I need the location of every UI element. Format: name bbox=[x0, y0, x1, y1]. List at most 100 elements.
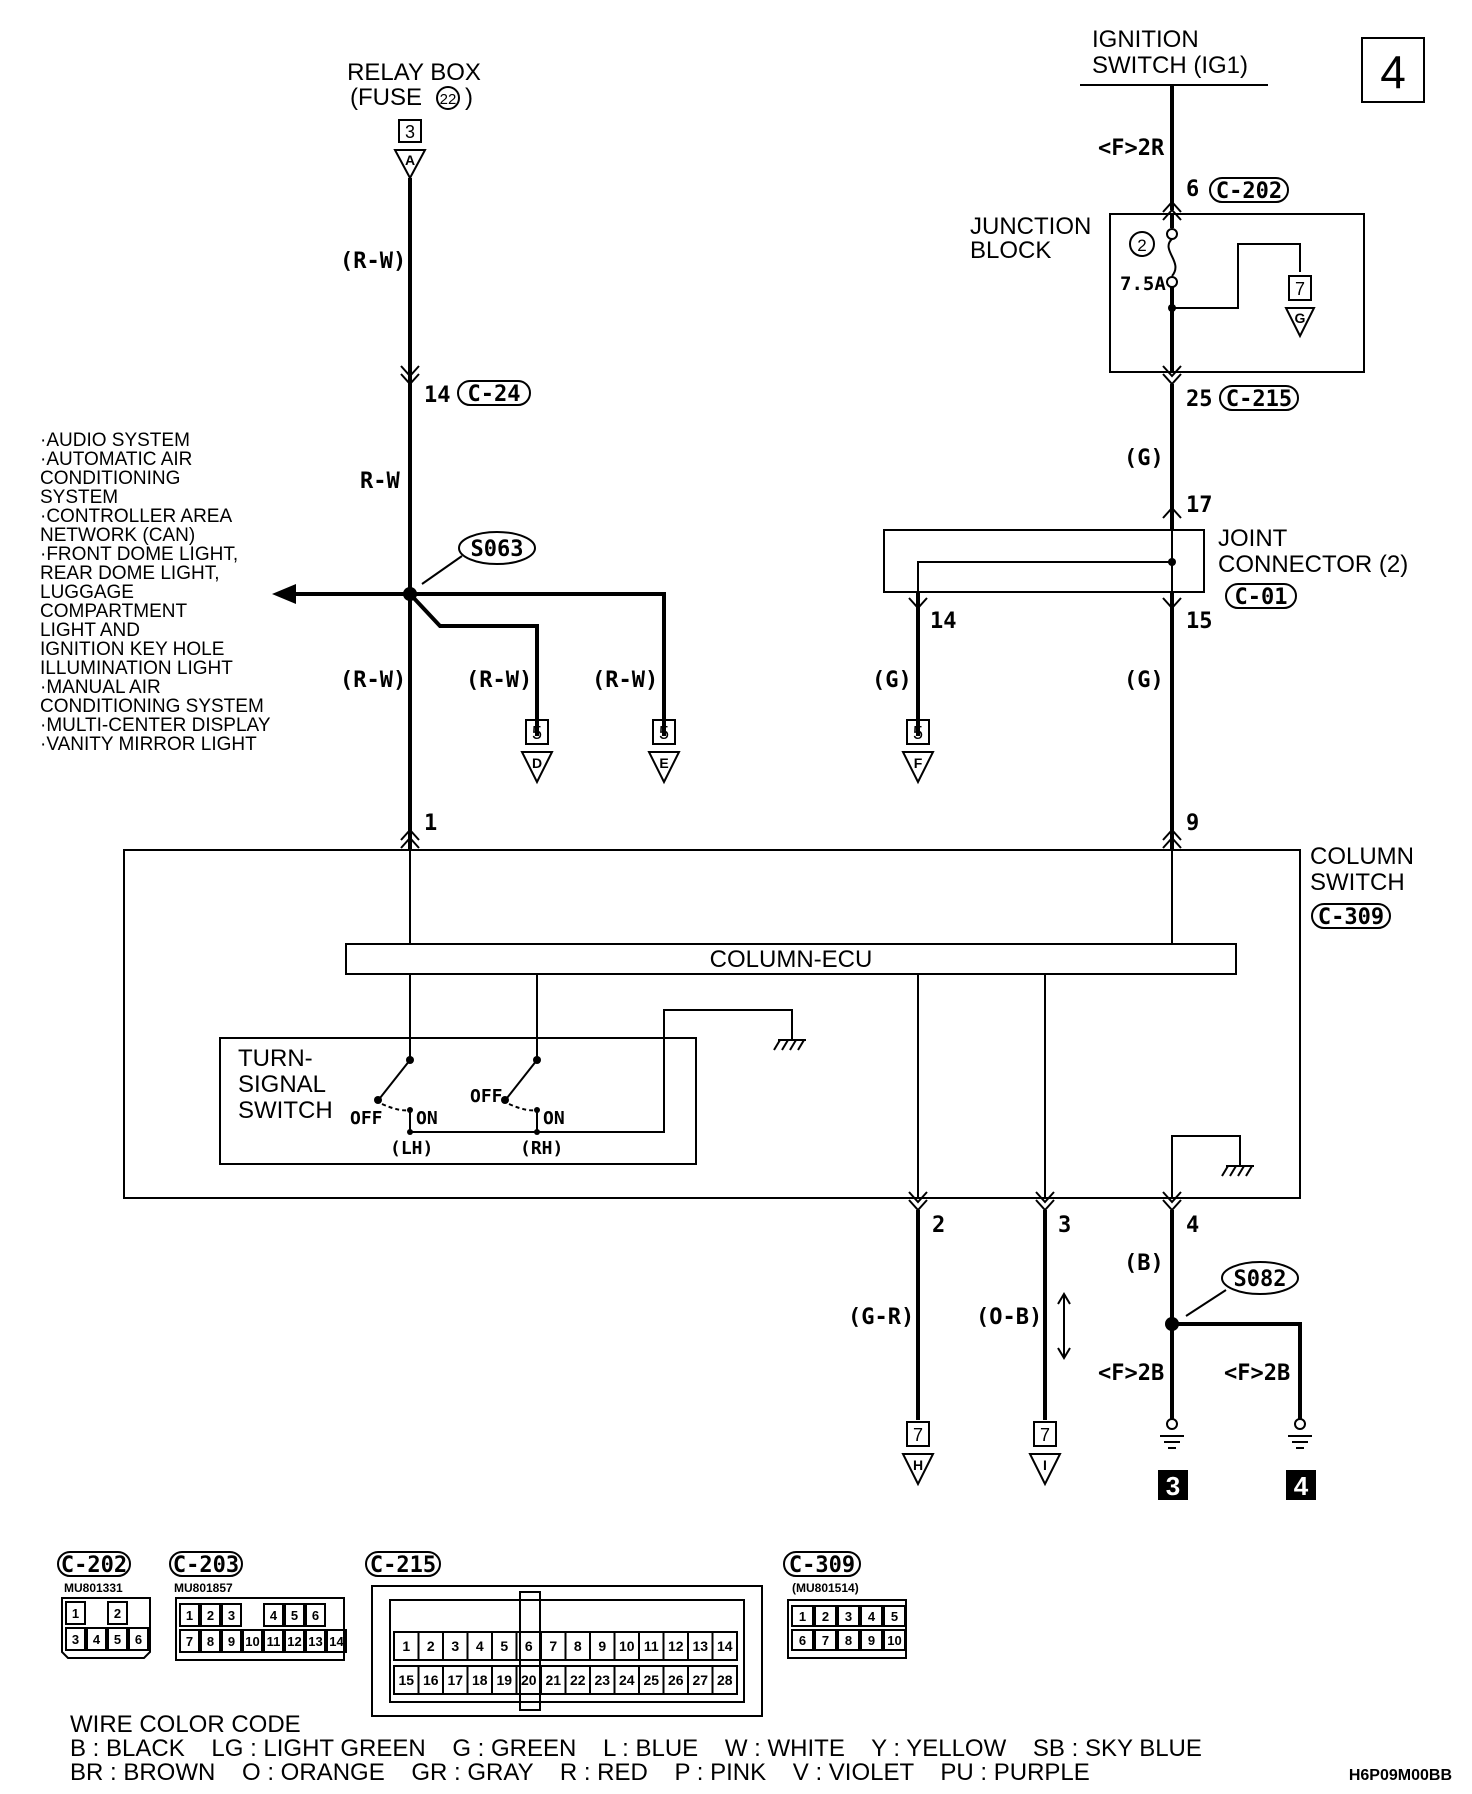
connector-pin-cell bbox=[200, 1603, 221, 1627]
systems-list-item: ·FRONT DOME LIGHT, bbox=[40, 544, 238, 565]
connector-pin-number: 10 bbox=[245, 1634, 259, 1649]
ground-4-label: 4 bbox=[1294, 1471, 1309, 1501]
turn-signal-box bbox=[219, 1037, 697, 1165]
ref-f-no-box bbox=[906, 719, 930, 745]
ref-i-no-box bbox=[1033, 1421, 1057, 1447]
ground-right-icon bbox=[1288, 1435, 1312, 1449]
connector-pin-number: 12 bbox=[668, 1638, 684, 1654]
connector-pin-number: 3 bbox=[845, 1609, 852, 1624]
connector-c203-oval bbox=[169, 1551, 243, 1577]
connector-pin-number: 23 bbox=[594, 1672, 610, 1688]
connector-pin-number: 10 bbox=[887, 1633, 901, 1648]
lh-off-contact bbox=[374, 1096, 382, 1104]
relay-box-title: RELAY BOX bbox=[347, 59, 481, 86]
connector-pin-cell bbox=[65, 1601, 86, 1625]
connector-pin-number: 10 bbox=[619, 1638, 635, 1654]
turn-signal-title-2: SIGNAL bbox=[238, 1071, 326, 1098]
lh-label: (LH) bbox=[390, 1138, 433, 1159]
wire-color-code-line2: BR : BROWN O : ORANGE GR : GRAY R : RED … bbox=[70, 1759, 1090, 1786]
wire-color-code-title: WIRE COLOR CODE bbox=[70, 1711, 301, 1738]
wire-label-rw-5: (R-W) bbox=[592, 668, 658, 693]
connector-c215-inner bbox=[389, 1599, 745, 1703]
connector-pin-number: 3 bbox=[228, 1608, 235, 1623]
column-pin2: 2 bbox=[932, 1213, 945, 1238]
connector-pin-number: 1 bbox=[72, 1606, 79, 1621]
systems-list-item: ·MANUAL AIR bbox=[40, 677, 161, 698]
junction-block-title: JUNCTION bbox=[970, 213, 1091, 240]
connector-pin-cell bbox=[200, 1629, 221, 1653]
splice-s082-label: S082 bbox=[1234, 1267, 1287, 1292]
column-switch-box bbox=[123, 849, 1301, 1199]
joint-pin-in: 17 bbox=[1186, 493, 1213, 518]
connector-pin-cell bbox=[128, 1627, 149, 1651]
connector-c203-name: C-203 bbox=[173, 1553, 239, 1578]
ground-4-badge bbox=[1286, 1470, 1316, 1500]
ref-e-no-box bbox=[652, 719, 676, 745]
wire-color-code-line1: B : BLACK LG : LIGHT GREEN G : GREEN L :… bbox=[70, 1735, 1202, 1762]
ground-3-label: 3 bbox=[1166, 1471, 1180, 1501]
connector-pin-number: 13 bbox=[692, 1638, 708, 1654]
jb-in-conn: C-202 bbox=[1216, 179, 1282, 204]
connector-pin-number: 11 bbox=[267, 1634, 281, 1649]
connector-pin-cell bbox=[711, 1631, 738, 1661]
ref-g-no-box bbox=[1288, 275, 1312, 301]
c24-connector-mark bbox=[400, 365, 420, 386]
page-number-box bbox=[1361, 37, 1425, 103]
lh-off-label: OFF bbox=[350, 1108, 383, 1129]
ref-f-no: 5 bbox=[913, 723, 923, 743]
ref-i-triangle bbox=[1028, 1453, 1062, 1487]
connector-pin-number: 2 bbox=[427, 1638, 435, 1654]
connector-pin-number: 6 bbox=[799, 1633, 806, 1648]
relay-box-fuse-label: (FUSE bbox=[350, 84, 422, 111]
ignition-subtitle: SWITCH (IG1) bbox=[1092, 52, 1248, 79]
relay-conn-triangle bbox=[393, 149, 427, 181]
joint-bus-wire bbox=[917, 561, 1172, 592]
joint-connector-box bbox=[883, 529, 1205, 593]
connector-pin-number: 9 bbox=[868, 1633, 875, 1648]
connector-pin-number: 2 bbox=[207, 1608, 214, 1623]
relay-conn-no-box bbox=[398, 119, 422, 143]
relay-conn-no: 3 bbox=[405, 122, 415, 142]
rh-switch-lever bbox=[506, 1059, 538, 1099]
connector-c203-part: MU801857 bbox=[174, 1581, 233, 1595]
switch-common-wire bbox=[410, 1009, 793, 1133]
ground-left-icon bbox=[1160, 1435, 1184, 1449]
jb-fuse-circle bbox=[1129, 231, 1155, 257]
column-ecu-box bbox=[345, 943, 1237, 975]
splice-s063-oval bbox=[458, 531, 536, 565]
wire-label-rw-1: (R-W) bbox=[340, 249, 406, 274]
connector-pin-number: 9 bbox=[228, 1634, 235, 1649]
ecu-out-4 bbox=[1171, 1135, 1241, 1198]
connector-pin-cell bbox=[860, 1605, 883, 1627]
turn-signal-title-3: SWITCH bbox=[238, 1097, 333, 1124]
connector-pin-cell bbox=[305, 1603, 326, 1627]
page-number: 4 bbox=[1380, 46, 1406, 98]
connector-pin-number: 5 bbox=[500, 1638, 508, 1654]
rh-off-contact bbox=[501, 1096, 509, 1104]
ref-i-letter: I bbox=[1043, 1457, 1047, 1473]
connector-pin-number: 6 bbox=[312, 1608, 319, 1623]
connector-pin-cell bbox=[179, 1603, 200, 1627]
connector-pin-number: 17 bbox=[447, 1672, 463, 1688]
connector-pin-number: 3 bbox=[72, 1632, 79, 1647]
ref-d-letter: D bbox=[532, 755, 542, 771]
diagram-code: H6P09M00BB bbox=[1349, 1767, 1452, 1784]
connector-c215-shell bbox=[371, 1585, 763, 1717]
c24-conn: C-24 bbox=[468, 382, 521, 407]
column-pin4: 4 bbox=[1186, 1213, 1199, 1238]
junction-block-subtitle: BLOCK bbox=[970, 237, 1051, 264]
splice-s063-label: S063 bbox=[471, 537, 524, 562]
connector-pin-number: 24 bbox=[619, 1672, 635, 1688]
internal-ground-2-icon bbox=[1221, 1165, 1254, 1177]
systems-list-item: ·CONTROLLER AREA bbox=[40, 506, 232, 527]
connector-pin-cell bbox=[711, 1665, 738, 1695]
connector-pin-cell bbox=[65, 1627, 86, 1651]
jb-wire-to-g bbox=[1172, 243, 1301, 309]
connector-pin-number: 14 bbox=[717, 1638, 733, 1654]
connector-pin-cell bbox=[179, 1629, 200, 1653]
connector-c215-name: C-215 bbox=[370, 1553, 436, 1578]
connector-pin-cell bbox=[263, 1629, 284, 1653]
connector-pin-number: 8 bbox=[845, 1633, 852, 1648]
connector-pin-cell bbox=[107, 1601, 128, 1625]
connector-c202-shell bbox=[61, 1597, 151, 1659]
